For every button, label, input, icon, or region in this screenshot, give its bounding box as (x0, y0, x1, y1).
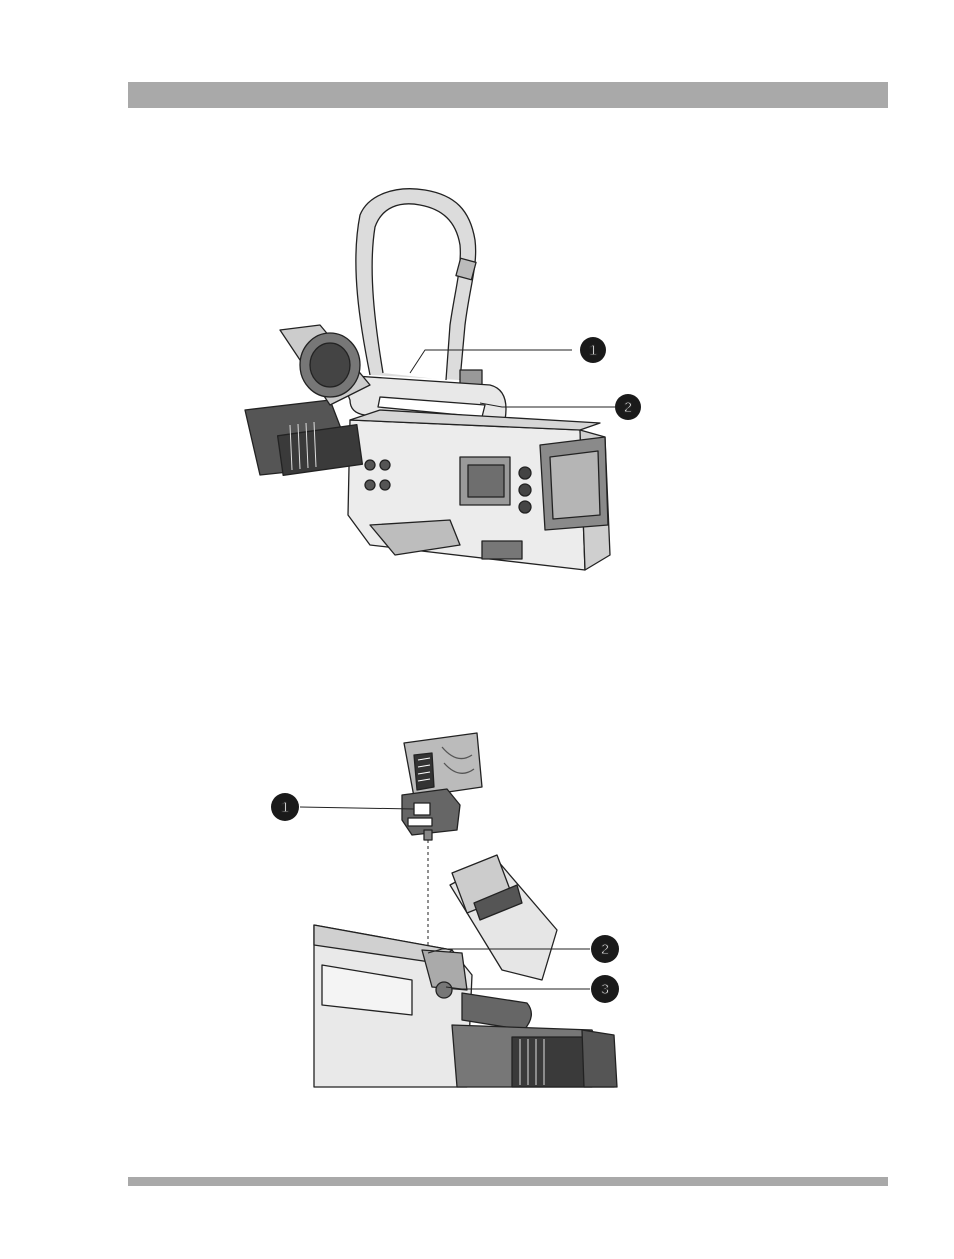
callout-2: 2 (591, 935, 619, 963)
callout-3: 3 (591, 975, 619, 1003)
callout-2: 2 (615, 394, 641, 420)
callout-2-label: 2 (624, 399, 632, 416)
callout-1-label: 1 (589, 342, 597, 359)
callout-1: 1 (580, 337, 606, 363)
footer-bar (128, 1177, 888, 1186)
callout-1-label: 1 (281, 799, 289, 816)
callout-3-label: 3 (601, 981, 609, 998)
callout-2-label: 2 (601, 941, 609, 958)
light-mount-illustration: 1 2 3 (262, 725, 632, 1095)
header-bar (128, 82, 888, 108)
camera-strap-illustration: 1 2 (220, 175, 650, 595)
callout-1: 1 (271, 793, 299, 821)
